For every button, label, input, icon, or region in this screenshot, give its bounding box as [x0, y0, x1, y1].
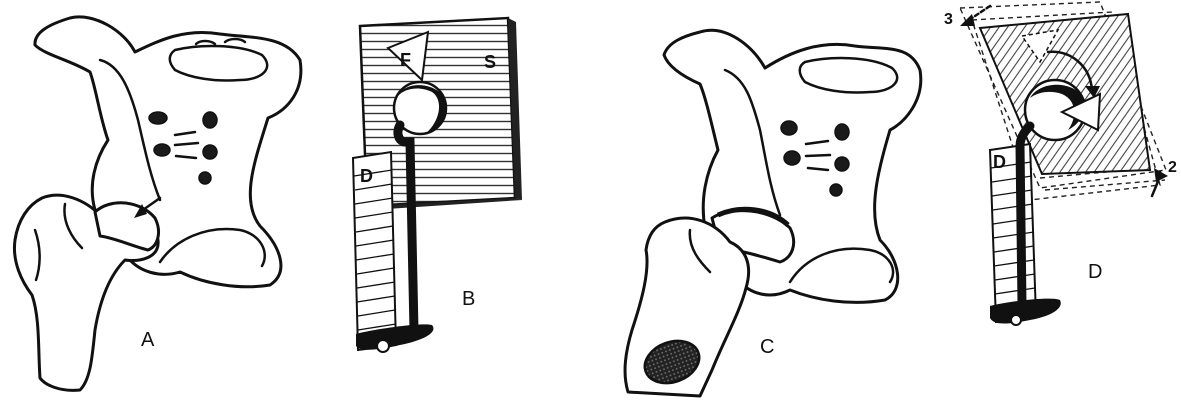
panel-b-model-drawing — [353, 18, 522, 352]
panel-label-d: D — [1088, 261, 1102, 283]
panel-d-model-drawing — [960, 2, 1168, 325]
panel-a-pelvis-drawing — [14, 17, 300, 390]
label-d-d: D — [993, 152, 1006, 172]
label-s: S — [484, 52, 496, 72]
panel-label-a: A — [141, 329, 155, 351]
label-f: F — [400, 50, 411, 70]
panel-label-b: B — [462, 288, 475, 310]
label-axis-3: 3 — [944, 11, 953, 28]
panel-label-c: C — [760, 336, 774, 358]
label-axis-2: 2 — [1168, 159, 1177, 176]
label-d-b: D — [360, 166, 373, 186]
label-axis-1: 1 — [1072, 91, 1081, 108]
